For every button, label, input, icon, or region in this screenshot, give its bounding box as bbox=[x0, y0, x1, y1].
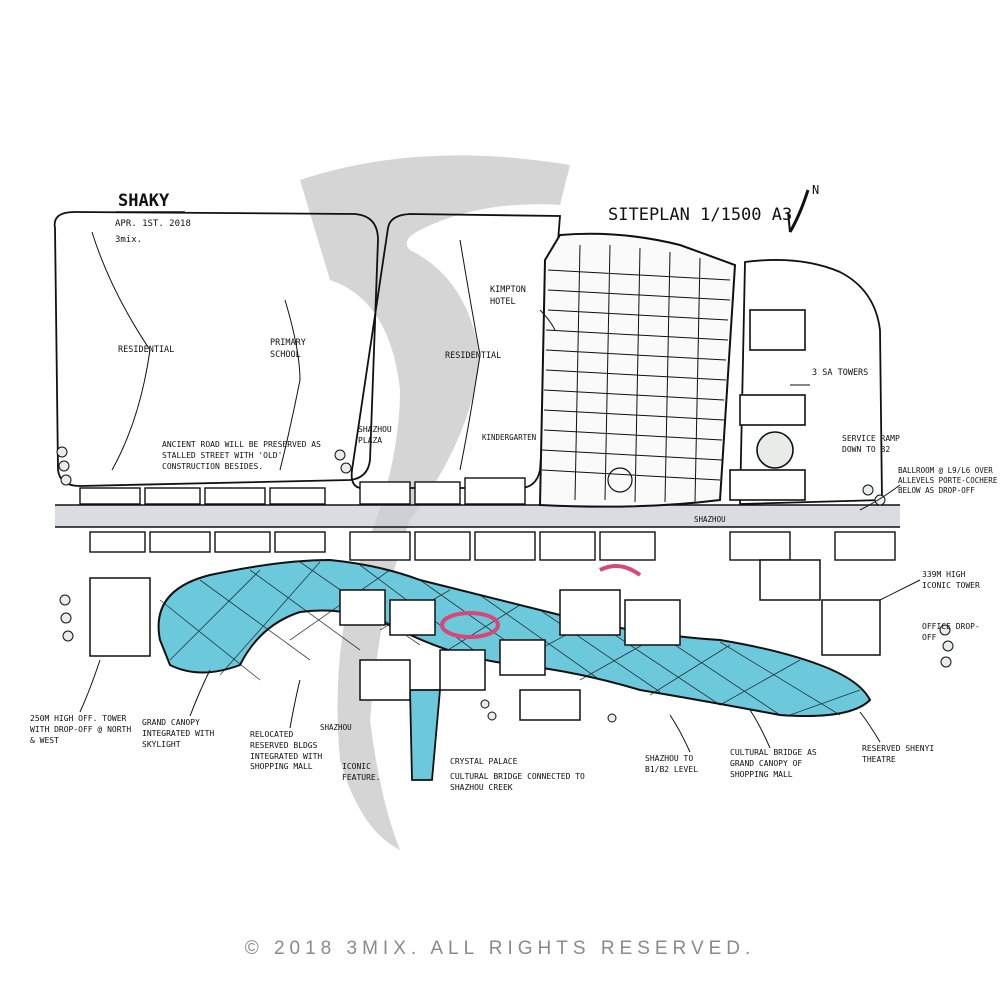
label-iconic-feature: ICONIC FEATURE. bbox=[342, 762, 381, 782]
label-cultural-bridge-canopy: CULTURAL BRIDGE AS GRAND CANOPY OF SHOPP… bbox=[730, 748, 817, 779]
label-office-tower-west: 250M HIGH OFF. TOWER WITH DROP-OFF @ NOR… bbox=[30, 714, 132, 745]
label-shazhou-south: SHAZHOU bbox=[320, 723, 352, 732]
label-kindergarten: KINDERGARTEN bbox=[482, 433, 536, 442]
label-ancient-road: ANCIENT ROAD WILL BE PRESERVED AS STALLE… bbox=[162, 440, 321, 471]
mall-buildings bbox=[89, 559, 881, 721]
central-block bbox=[538, 232, 737, 508]
building-rows bbox=[79, 477, 896, 561]
label-service-ramp: SERVICE RAMP DOWN TO B2 bbox=[842, 434, 900, 454]
label-kimpton-hotel: KIMPTON HOTEL bbox=[490, 285, 526, 307]
label-primary-school: PRIMARY SCHOOL bbox=[270, 338, 306, 360]
annotations: RESIDENTIAL PRIMARY SCHOOL RESIDENTIAL K… bbox=[30, 285, 998, 792]
copyright-notice: © 2018 3MIX. ALL RIGHTS RESERVED. bbox=[244, 938, 756, 959]
label-residential-west: RESIDENTIAL bbox=[118, 345, 174, 355]
label-residential-center: RESIDENTIAL bbox=[445, 351, 501, 361]
leader-lines bbox=[79, 231, 921, 753]
label-shazhou-b1b2: SHAZHOU TO B1/B2 LEVEL bbox=[645, 754, 698, 774]
label-cultural-bridge-creek: CULTURAL BRIDGE CONNECTED TO SHAZHOU CRE… bbox=[450, 772, 585, 792]
project-name: SHAKY bbox=[118, 191, 170, 211]
north-label: N bbox=[812, 183, 819, 197]
sheet-note: 3mix. bbox=[115, 235, 142, 245]
label-ballroom: BALLROOM @ L9/L6 OVER ALLEVELS PORTE-COC… bbox=[898, 466, 998, 495]
sheet-header: SHAKY APR. 1ST. 2018 3mix. SITEPLAN 1/15… bbox=[115, 183, 819, 245]
label-iconic-tower-east: 339M HIGH ICONIC TOWER bbox=[922, 570, 980, 590]
label-crystal-palace: CRYSTAL PALACE bbox=[450, 757, 518, 766]
residential-center-block bbox=[350, 213, 561, 490]
label-grand-canopy: GRAND CANOPY INTEGRATED WITH SKYLIGHT bbox=[142, 718, 215, 749]
sheet-title: SITEPLAN 1/1500 A3 bbox=[608, 205, 792, 225]
label-shazhou-gate: SHAZHOU bbox=[694, 515, 726, 524]
label-reserved-theatre: RESERVED SHENYI THEATRE bbox=[862, 744, 935, 764]
label-towers: 3 SA TOWERS bbox=[812, 368, 869, 378]
trees bbox=[56, 446, 954, 723]
east-towers bbox=[729, 309, 806, 501]
label-shazhou-plaza: SHAZHOU PLAZA bbox=[358, 425, 392, 445]
crystal-palace-mark bbox=[440, 611, 500, 639]
sheet-date: APR. 1ST. 2018 bbox=[115, 219, 191, 229]
north-arrow bbox=[787, 189, 810, 233]
main-road bbox=[55, 504, 900, 528]
label-relocated-bldgs: RELOCATED RESERVED BLDGS INTEGRATED WITH… bbox=[250, 730, 323, 772]
cultural-bridge-creek bbox=[409, 689, 441, 781]
label-office-dropoff: OFFICE DROP-OFF bbox=[922, 622, 980, 642]
east-block bbox=[739, 259, 883, 505]
